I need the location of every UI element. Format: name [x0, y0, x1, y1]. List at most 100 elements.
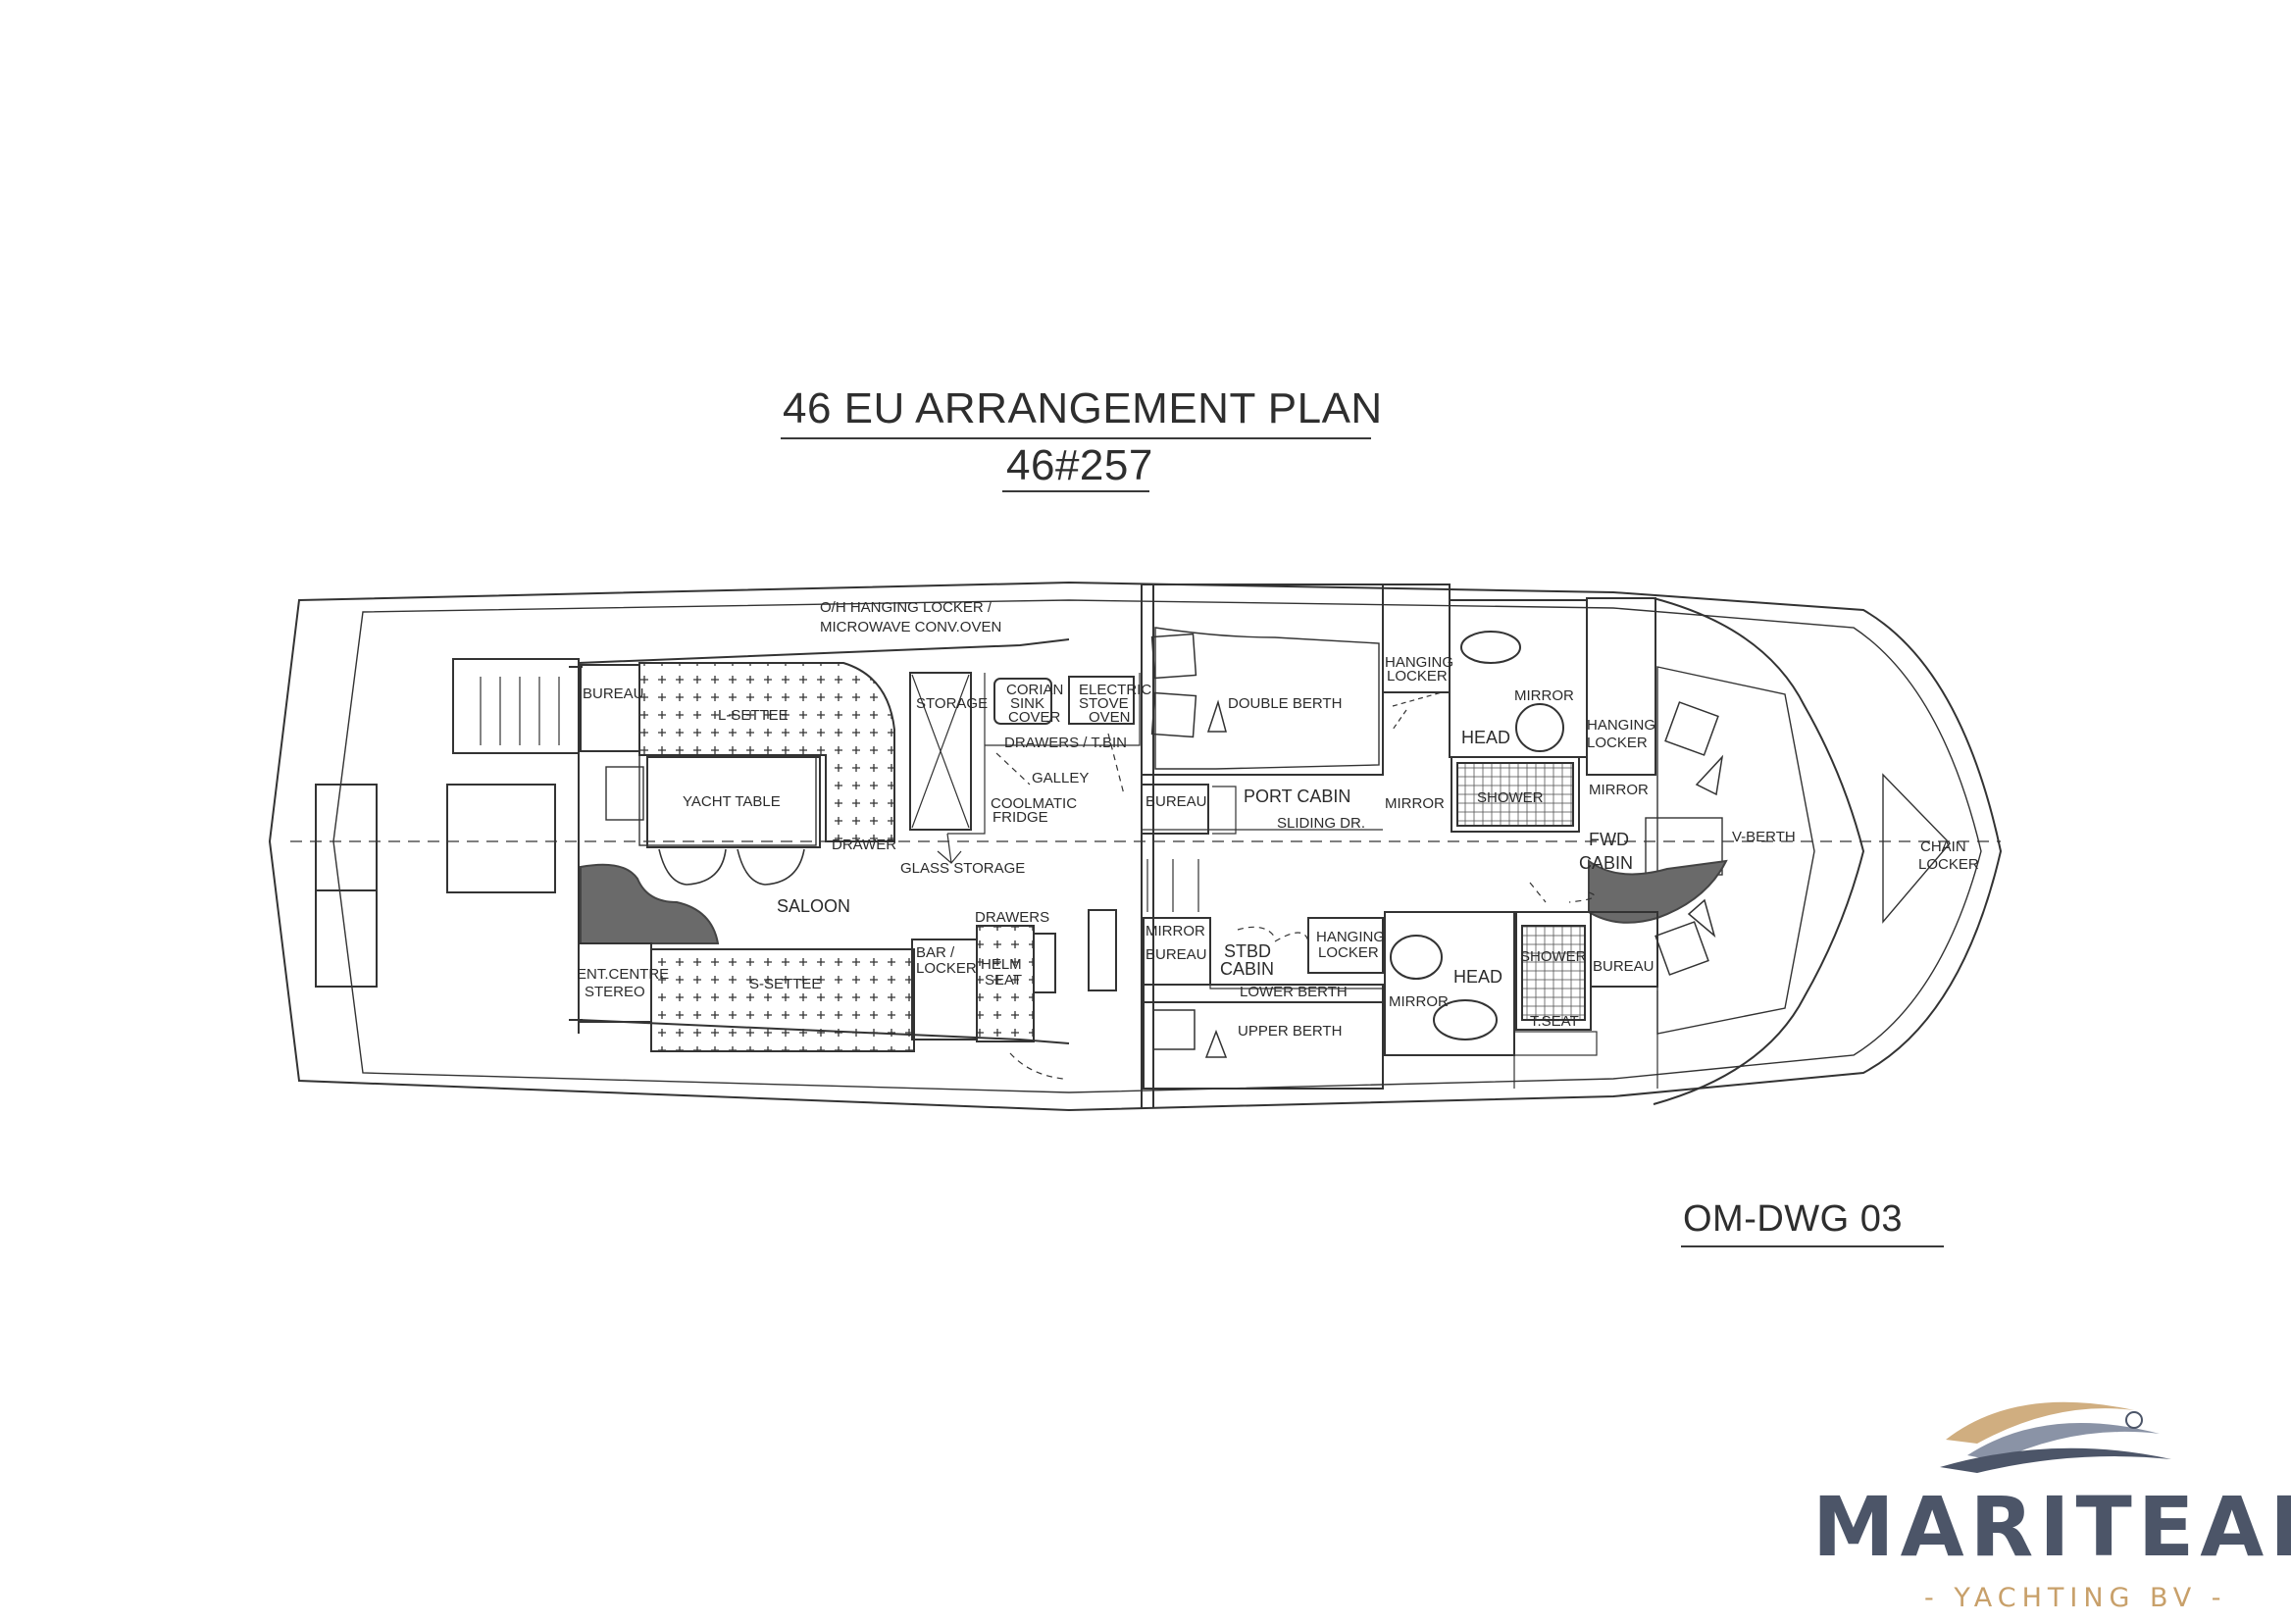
hatch-a	[446, 784, 556, 893]
label-chain-1: CHAIN	[1920, 838, 1966, 855]
label-fwd-1: FWD	[1589, 830, 1629, 849]
label-ent-2: STEREO	[585, 984, 645, 1000]
toilet-stbd	[1390, 935, 1443, 980]
pillows-port	[1150, 633, 1227, 738]
dinette-shading	[580, 863, 720, 944]
label-v-berth: V-BERTH	[1732, 829, 1796, 845]
label-stbd-2: CABIN	[1220, 959, 1274, 979]
washbasin-stbd	[1433, 999, 1498, 1040]
hull-inner	[332, 599, 1982, 1093]
chair	[605, 766, 644, 821]
label-hanging-stbd-2: LOCKER	[1318, 944, 1379, 961]
l-settee	[638, 662, 895, 842]
corian-sink	[993, 678, 1052, 725]
label-corian-3: COVER	[1008, 709, 1061, 726]
swim-platform-left	[315, 784, 378, 988]
electric-stove	[1068, 676, 1135, 725]
label-l-settee: L-SETTEE	[718, 707, 789, 724]
label-drawers: DRAWERS	[975, 909, 1049, 926]
label-mirror-port-b: MIRROR	[1385, 795, 1445, 812]
label-hanging-port-1: HANGING	[1385, 654, 1453, 671]
plan-labels: O/H HANGING LOCKER / MICROWAVE CONV.OVEN…	[577, 599, 1979, 1040]
label-port-cabin: PORT CABIN	[1244, 787, 1350, 806]
hanging-locker-fwd	[1586, 597, 1656, 776]
head-stbd	[1384, 911, 1515, 1056]
label-yacht-table: YACHT TABLE	[683, 793, 781, 810]
label-microwave: MICROWAVE CONV.OVEN	[820, 619, 1001, 635]
label-t-seat: T.SEAT	[1530, 1013, 1579, 1030]
brand-mark	[1940, 1401, 2171, 1473]
number-underline	[1002, 490, 1149, 492]
label-corian-2: SINK	[1010, 695, 1044, 712]
label-glass-storage: GLASS STORAGE	[900, 860, 1025, 877]
label-storage: STORAGE	[916, 695, 988, 712]
label-bar-2: LOCKER	[916, 960, 977, 977]
helm-seat	[976, 925, 1035, 1042]
label-bureau-stbd: BUREAU	[1146, 946, 1207, 963]
t-seat	[1513, 1031, 1598, 1056]
label-bureau-fwd: BUREAU	[1593, 958, 1655, 975]
label-galley: GALLEY	[1032, 770, 1089, 787]
bureau-fwd-stbd	[1590, 911, 1658, 988]
drawing-number: OM-DWG 03	[1683, 1198, 1904, 1240]
label-stove-1: ELECTRIC	[1079, 682, 1151, 698]
label-hanging-stbd-1: HANGING	[1316, 929, 1385, 945]
label-shower-port: SHOWER	[1477, 789, 1544, 806]
pillows-stbd	[1152, 1009, 1228, 1058]
label-mirror-port-c: MIRROR	[1589, 782, 1649, 798]
fwd-shading	[1588, 859, 1728, 924]
label-stove-2: STOVE	[1079, 695, 1129, 712]
port-cabin	[1142, 584, 1384, 776]
title-underline	[781, 437, 1371, 439]
ent-centre	[578, 942, 652, 1023]
pillows-fwd	[1655, 701, 1724, 976]
label-bar-1: BAR /	[916, 944, 955, 961]
hull-outline	[268, 581, 2003, 1112]
toilet-port	[1515, 703, 1564, 752]
label-lower-berth: LOWER BERTH	[1240, 984, 1348, 1000]
label-coolmatic-1: COOLMATIC	[991, 795, 1077, 812]
label-shower-stbd: SHOWER	[1520, 948, 1587, 965]
label-helm-2: SEAT	[985, 972, 1022, 989]
label-mirror-stbd-a: MIRROR	[1146, 923, 1205, 939]
drawing-number-underline	[1681, 1245, 1944, 1247]
label-head-port: HEAD	[1461, 728, 1510, 747]
v-berth	[1656, 666, 1815, 1035]
brand-tagline: - YACHTING BV -	[1924, 1583, 2227, 1613]
washbasin-port	[1460, 631, 1521, 664]
storage-cabinet	[909, 672, 972, 831]
label-bureau-saloon: BUREAU	[583, 685, 644, 702]
shower-port	[1451, 756, 1580, 833]
companion-stairs-stbd	[1146, 859, 1199, 912]
hanging-locker-stbd	[1307, 917, 1384, 974]
stern-stairs	[452, 658, 580, 754]
yacht-table	[646, 756, 821, 848]
label-hanging-fwd-2: LOCKER	[1587, 735, 1648, 751]
label-helm-1: HELM	[981, 956, 1022, 973]
label-fwd-2: CABIN	[1579, 853, 1633, 873]
label-upper-berth: UPPER BERTH	[1238, 1023, 1342, 1040]
label-hanging-port-2: LOCKER	[1387, 668, 1448, 685]
label-s-settee: S-SETTEE	[749, 976, 821, 992]
label-drawers-tbin: DRAWERS / T.BIN	[1004, 735, 1127, 751]
label-drawer: DRAWER	[832, 837, 896, 853]
anchor-icon	[2125, 1411, 2143, 1429]
plan-number: 46#257	[1006, 441, 1153, 489]
label-double-berth: DOUBLE BERTH	[1228, 695, 1342, 712]
label-oh-locker: O/H HANGING LOCKER /	[820, 599, 993, 616]
bureau-saloon	[580, 664, 640, 752]
label-saloon: SALOON	[777, 896, 850, 916]
label-mirror-port-a: MIRROR	[1514, 687, 1574, 704]
label-mirror-stbd-b: MIRROR	[1389, 993, 1449, 1010]
label-coolmatic-2: FRIDGE	[993, 809, 1048, 826]
brand-name: MARITEAM	[1812, 1479, 2291, 1575]
label-corian-1: CORIAN	[1006, 682, 1063, 698]
hatch-b	[315, 889, 378, 988]
helm-console	[1088, 909, 1117, 991]
chain-locker	[1882, 773, 1951, 924]
label-head-stbd: HEAD	[1453, 967, 1502, 987]
label-stbd-1: STBD	[1224, 941, 1271, 961]
upper-berth	[1143, 1001, 1384, 1090]
label-chain-2: LOCKER	[1918, 856, 1979, 873]
